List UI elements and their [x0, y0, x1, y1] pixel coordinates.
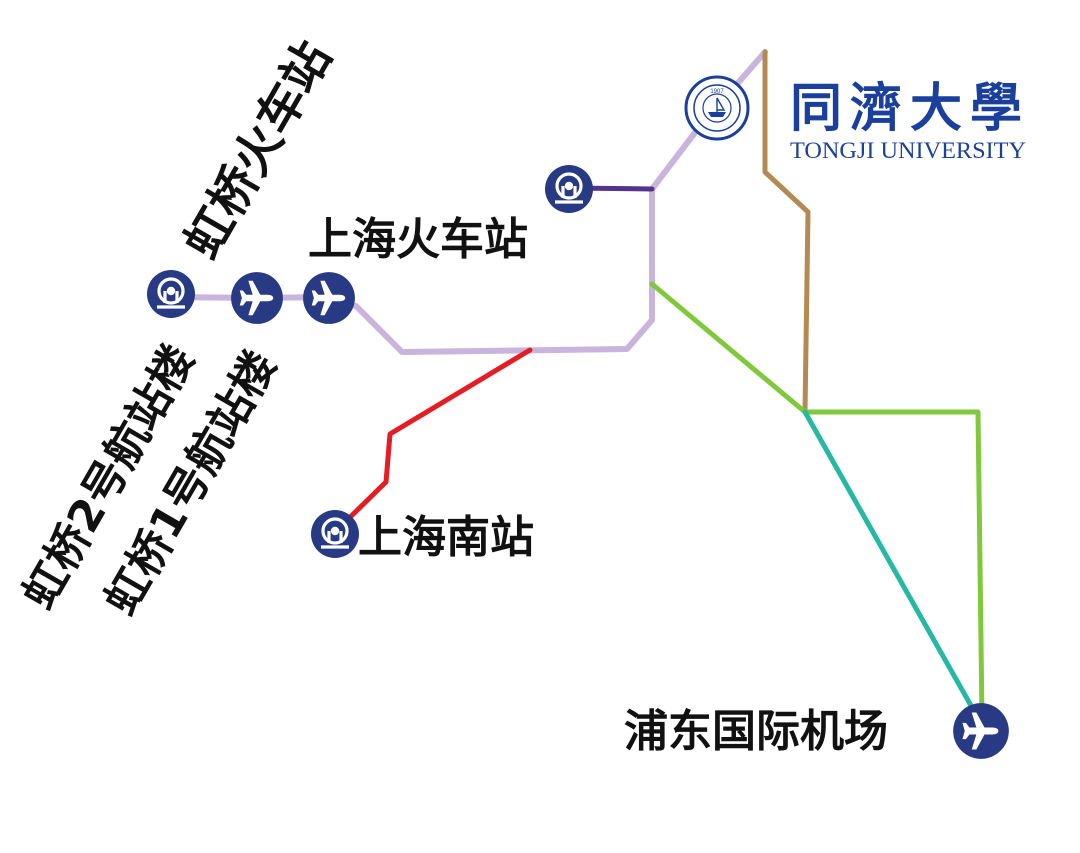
station-label-shanghai-south: 上海南站 — [358, 512, 534, 563]
route-line-red — [332, 347, 533, 535]
tongji-logo: 1907 同濟大學 TONGJI UNIVERSITY — [684, 75, 1030, 163]
logo-english-name: TONGJI UNIVERSITY — [790, 138, 1026, 163]
airplane-icon[interactable] — [231, 272, 283, 324]
route-line-brown — [762, 49, 811, 415]
railway-icon[interactable] — [146, 269, 196, 319]
logo-chinese-name: 同濟大學 — [790, 78, 1030, 139]
route-line-teal — [802, 409, 981, 721]
station-markers — [146, 164, 1009, 759]
station-labels: 虹桥火车站 虹桥2号航站楼 虹桥1号航站楼 上海火车站 上海南站 浦东国际机场 — [13, 32, 888, 757]
station-label-pudong-airport: 浦东国际机场 — [624, 706, 888, 757]
university-seal-icon: 1907 — [684, 75, 750, 141]
seal-year: 1907 — [710, 89, 724, 95]
airplane-icon[interactable] — [953, 703, 1009, 759]
railway-icon[interactable] — [544, 164, 594, 214]
route-lines — [168, 49, 985, 721]
route-line-green — [649, 281, 985, 721]
route-line-purple — [168, 49, 768, 355]
airplane-icon[interactable] — [303, 272, 355, 324]
railway-icon[interactable] — [310, 509, 360, 559]
station-label-shanghai-railway: 上海火车站 — [308, 214, 528, 265]
